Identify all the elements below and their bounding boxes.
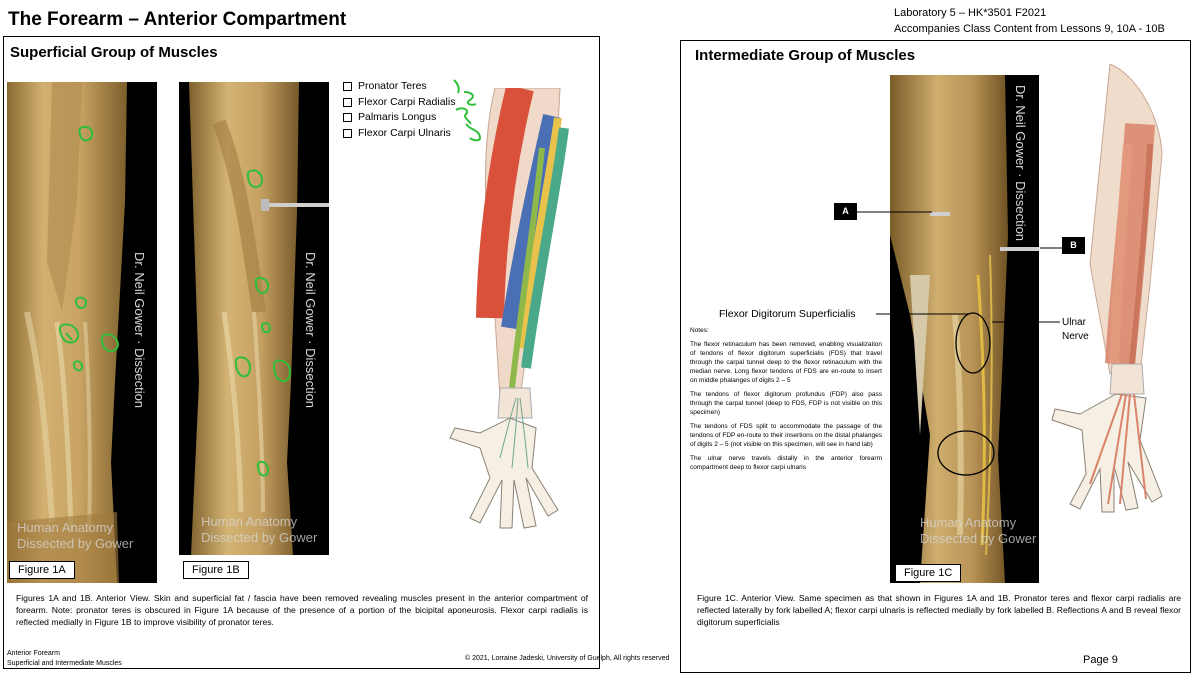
notes-paragraph: The flexor retinaculum has been removed,… — [690, 341, 882, 384]
checkbox[interactable] — [343, 128, 352, 138]
superficial-section-title: Superficial Group of Muscles — [10, 44, 218, 61]
notes-box: Notes: The flexor retinaculum has been r… — [690, 326, 882, 477]
fork-marker-b: B — [1062, 237, 1085, 254]
fds-label: Flexor Digitorum Superficialis — [719, 308, 856, 320]
notes-paragraph: The tendons of flexor digitorum profundu… — [690, 391, 882, 416]
forearm-illustration — [449, 88, 569, 529]
checkbox[interactable] — [343, 82, 352, 92]
figure-1c-label: Figure 1C — [895, 564, 962, 582]
photo-watermark-line2: Dissected by Gower — [920, 531, 1037, 546]
page-number: Page 9 — [1083, 654, 1118, 666]
lab-title: Laboratory 5 – HK*3501 F2021 — [894, 7, 1047, 19]
checkbox[interactable] — [343, 113, 352, 123]
photo-watermark-line1: Human Anatomy — [17, 520, 114, 535]
muscle-checklist: Pronator Teres Flexor Carpi Radialis Pal… — [343, 79, 455, 141]
photo-watermark-line1: Human Anatomy — [920, 515, 1017, 530]
figure-1a-label: Figure 1A — [9, 561, 75, 579]
page-title: The Forearm – Anterior Compartment — [8, 9, 347, 30]
ulnar-nerve-label: Ulnar Nerve — [1062, 317, 1089, 342]
photo-watermark-vertical: Dr. Neil Gower · Dissection — [1013, 85, 1028, 241]
intermediate-forearm-illustration — [1051, 64, 1163, 513]
checklist-item[interactable]: Flexor Carpi Radialis — [343, 95, 455, 111]
checklist-item[interactable]: Palmaris Longus — [343, 110, 455, 126]
checklist-item[interactable]: Pronator Teres — [343, 79, 455, 95]
notes-heading: Notes: — [690, 327, 709, 334]
photo-watermark-vertical: Dr. Neil Gower · Dissection — [303, 252, 318, 408]
lab-subtitle: Accompanies Class Content from Lessons 9… — [894, 23, 1165, 35]
photo-watermark-line2: Dissected by Gower — [201, 530, 318, 545]
figure-1c-caption: Figure 1C. Anterior View. Same specimen … — [697, 593, 1181, 627]
fork-marker-a: A — [834, 203, 857, 220]
checkbox[interactable] — [343, 97, 352, 107]
figure-1a-photo: Dr. Neil Gower · Dissection Human Anatom… — [7, 82, 157, 583]
footer-left: Anterior Forearm Superficial and Interme… — [7, 650, 122, 667]
photo-watermark-line2: Dissected by Gower — [17, 536, 134, 551]
figure-1ab-caption: Figures 1A and 1B. Anterior View. Skin a… — [16, 593, 588, 627]
notes-paragraph: The tendons of FDS split to accommodate … — [690, 423, 882, 448]
notes-paragraph: The ulnar nerve travels distally in the … — [690, 455, 882, 471]
figure-1b-photo: Dr. Neil Gower · Dissection Human Anatom… — [179, 82, 329, 555]
photo-watermark-vertical: Dr. Neil Gower · Dissection — [132, 252, 147, 408]
figure-1b-label: Figure 1B — [183, 561, 249, 579]
checklist-item[interactable]: Flexor Carpi Ulnaris — [343, 126, 455, 142]
intermediate-section-title: Intermediate Group of Muscles — [695, 47, 916, 64]
photo-watermark-line1: Human Anatomy — [201, 514, 298, 529]
copyright-notice: © 2021, Lorraine Jadeski, University of … — [465, 655, 670, 662]
figure-1c-photo: Dr. Neil Gower · Dissection Human Anatom… — [890, 75, 1039, 583]
